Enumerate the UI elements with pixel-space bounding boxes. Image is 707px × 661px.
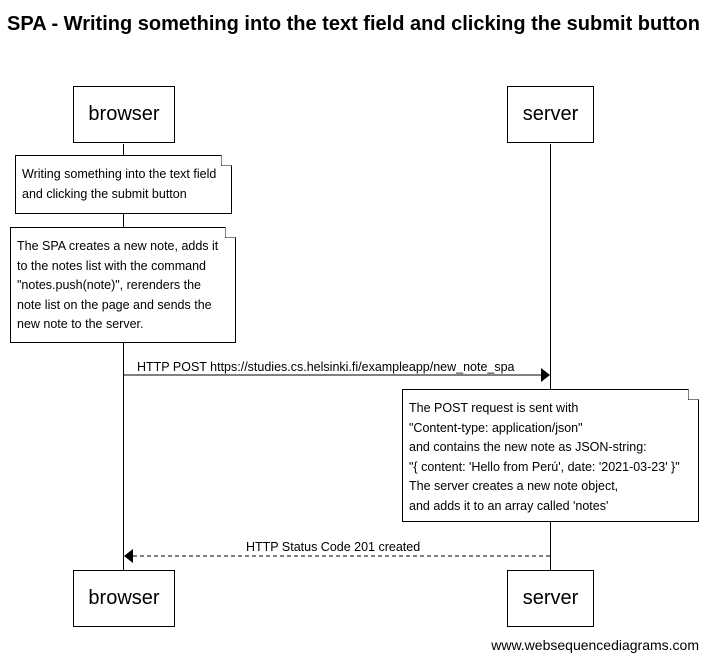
post-request-arrowhead [541, 368, 550, 382]
note-fold-icon [221, 155, 232, 166]
server-participant-bottom: server [507, 570, 594, 627]
note-line: The SPA creates a new note, adds it [17, 239, 219, 253]
browser-participant-bottom: browser [73, 570, 175, 627]
diagram-title: SPA - Writing something into the text fi… [7, 13, 700, 35]
response-arrowhead [124, 549, 133, 563]
note-line: and adds it to an array called 'notes' [409, 498, 609, 513]
note-line: and clicking the submit button [22, 186, 187, 201]
note-spa-update: The SPA creates a new note, adds it to t… [10, 227, 236, 343]
note-line: Writing something into the text field [22, 167, 217, 181]
note-fold-icon [688, 389, 699, 400]
footer-link[interactable]: www.websequencediagrams.com [491, 637, 699, 653]
note-line: "notes.push(note)", rerenders the [17, 278, 201, 292]
note-fold-icon [225, 227, 236, 238]
browser-participant-top: browser [73, 86, 175, 143]
note-line: note list on the page and sends the [17, 297, 212, 312]
note-line: The server creates a new note object, [409, 479, 619, 493]
note-line: and contains the new note as JSON-string… [409, 440, 647, 454]
server-participant-top: server [507, 86, 594, 143]
post-request-label: HTTP POST https://studies.cs.helsinki.fi… [137, 360, 515, 374]
browser-lifeline [123, 144, 124, 570]
note-line: to the notes list with the command [17, 258, 206, 273]
note-line: "{ content: 'Hello from Perú', date: '20… [409, 459, 680, 474]
note-line: "Content-type: application/json" [409, 420, 583, 435]
note-line: new note to the server. [17, 317, 144, 331]
server-lifeline [550, 144, 551, 570]
note-user-action: Writing something into the text field an… [15, 155, 232, 214]
note-server-processing: The POST request is sent with "Content-t… [402, 389, 699, 522]
note-line: The POST request is sent with [409, 401, 579, 415]
response-label: HTTP Status Code 201 created [246, 540, 421, 554]
